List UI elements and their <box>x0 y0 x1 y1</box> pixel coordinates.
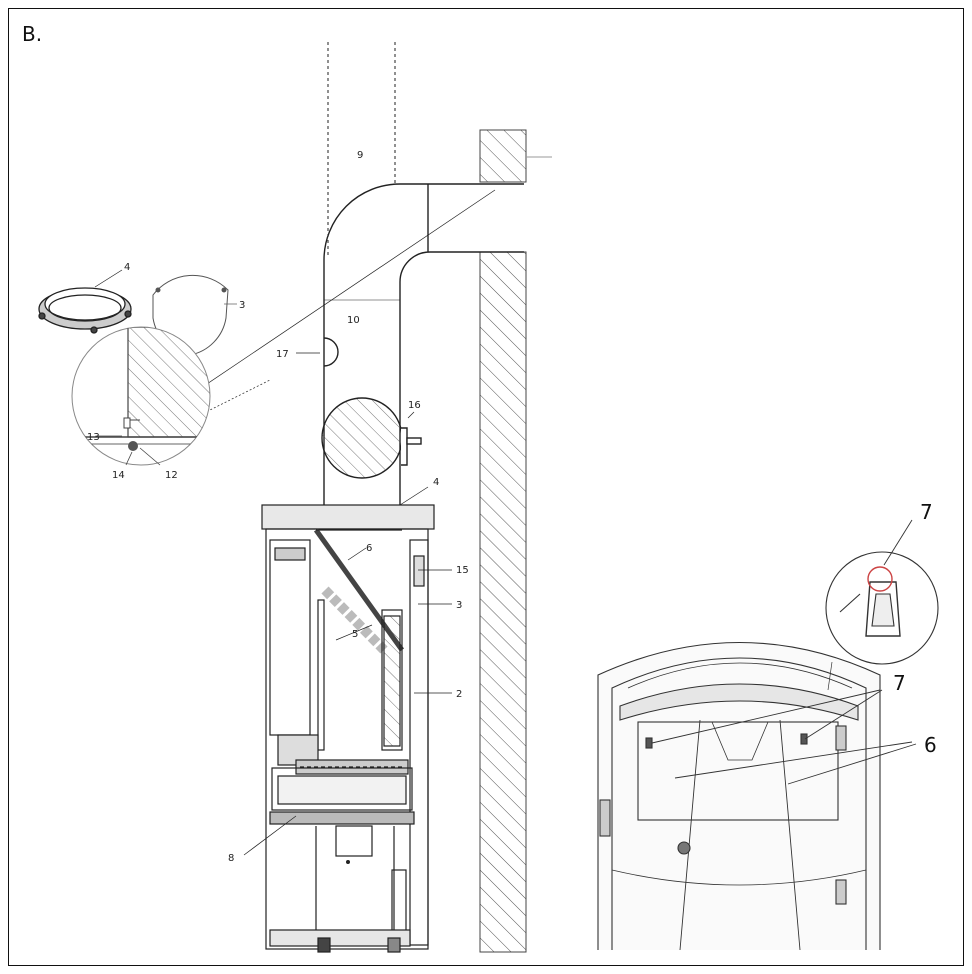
callout-4-collar: 4 <box>124 262 130 273</box>
detail-magnifier <box>71 326 211 466</box>
callout-7-front: 7 <box>893 671 906 695</box>
callout-4-top: 4 <box>433 477 439 488</box>
callout-8: 8 <box>228 853 234 864</box>
flue-pipe <box>195 42 524 505</box>
callout-17: 17 <box>276 349 289 360</box>
callout-6-front: 6 <box>924 733 937 757</box>
figure-border <box>8 8 964 966</box>
stove-cross-section <box>243 411 452 953</box>
figure-label: B. <box>22 22 43 46</box>
callout-2: 2 <box>456 689 462 700</box>
callout-9: 9 <box>357 150 363 161</box>
collar-ring-icon <box>38 269 132 334</box>
callout-5: 5 <box>352 629 358 640</box>
callout-3-plate: 3 <box>239 300 245 311</box>
callout-14: 14 <box>112 470 125 481</box>
callout-16: 16 <box>408 400 421 411</box>
callout-6-baffle: 6 <box>366 543 372 554</box>
callout-7-zoom: 7 <box>920 500 933 524</box>
callout-12: 12 <box>165 470 178 481</box>
wall <box>479 129 552 953</box>
callout-3-body: 3 <box>456 600 462 611</box>
callout-10: 10 <box>347 315 360 326</box>
front-view-inset <box>597 519 939 951</box>
callout-numbers: 9 4 3 10 17 16 13 14 12 4 6 15 3 5 2 8 7… <box>87 150 937 864</box>
callout-15: 15 <box>456 565 469 576</box>
callout-13: 13 <box>87 432 100 443</box>
